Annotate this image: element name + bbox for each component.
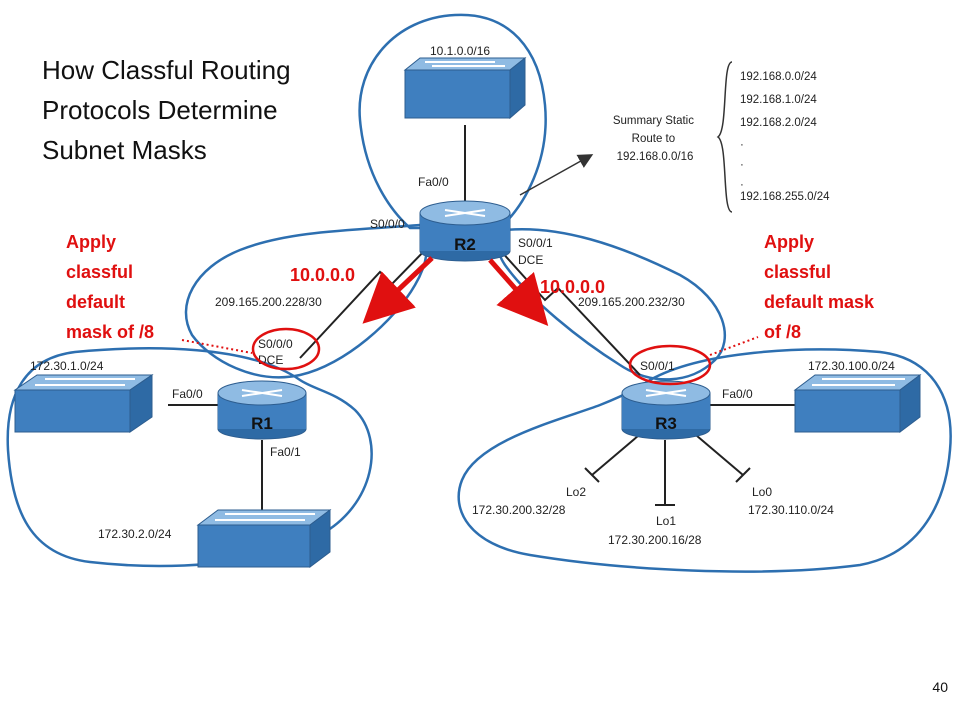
r2-r3-serial-link xyxy=(499,249,641,376)
r1-fa01-label: Fa0/1 xyxy=(270,445,301,459)
r3-s001-label: S0/0/1 xyxy=(640,359,675,373)
r2-dce-label: DCE xyxy=(518,253,543,267)
router-r3: R3 xyxy=(621,380,711,440)
summary-static-label: Summary Static Route to 192.168.0.0/16 xyxy=(613,115,697,163)
right-network-label: 10.0.0.0 xyxy=(540,277,605,297)
lo1-name-label: Lo1 xyxy=(656,514,676,528)
summary-arrow xyxy=(519,154,594,196)
r2-lan-label: 10.1.0.0/16 xyxy=(430,44,490,58)
lo2-network-label: 172.30.200.32/28 xyxy=(472,503,566,517)
r2-s000-label: S0/0/0 xyxy=(370,217,405,231)
page-number: 40 xyxy=(932,679,948,695)
lo2-link xyxy=(591,429,646,476)
router-r2: R2 xyxy=(419,200,511,262)
r2-lan-bubble xyxy=(358,13,547,230)
right-wan-bubble xyxy=(496,228,726,381)
r3-interface-highlight xyxy=(628,344,712,386)
lo0-terminator xyxy=(735,467,751,483)
lo0-network-label: 172.30.110.0/24 xyxy=(748,503,834,517)
right-link-network-label: 209.165.200.232/30 xyxy=(578,295,685,309)
lo1-network-label: 172.30.200.16/28 xyxy=(608,533,702,547)
left-link-network-label: 209.165.200.228/30 xyxy=(215,295,322,309)
summary-route-list: 192.168.0.0/24 192.168.1.0/24 192.168.2.… xyxy=(740,71,830,203)
right-red-arrow xyxy=(488,258,549,326)
r1-dce-label: DCE xyxy=(258,353,283,367)
lo0-name-label: Lo0 xyxy=(752,485,772,499)
lo2-terminator xyxy=(584,467,600,483)
page-title: How Classful Routing Protocols Determine… xyxy=(42,55,298,165)
left-red-arrow xyxy=(362,256,434,324)
left-annotation-leader xyxy=(181,339,253,354)
r1-lan2-label: 172.30.2.0/24 xyxy=(98,527,172,541)
r3-lan-bubble xyxy=(457,348,952,573)
left-network-label: 10.0.0.0 xyxy=(290,265,355,285)
router-r2-label: R2 xyxy=(454,235,476,254)
switch-r3-lan xyxy=(793,374,922,433)
r2-s001-label: S0/0/1 xyxy=(518,236,553,250)
right-annotation: Apply classful default mask of /8 xyxy=(764,232,879,342)
router-r3-label: R3 xyxy=(655,414,677,433)
r1-lan-bubble xyxy=(6,347,373,568)
r3-fa00-label: Fa0/0 xyxy=(722,387,753,401)
r2-fa00-label: Fa0/0 xyxy=(418,175,449,189)
lo2-name-label: Lo2 xyxy=(566,485,586,499)
switch-r1-lan2 xyxy=(196,509,332,568)
r3-lan-label: 172.30.100.0/24 xyxy=(808,359,895,373)
r1-interface-highlight xyxy=(251,327,321,371)
r1-fa00-label: Fa0/0 xyxy=(172,387,203,401)
lo0-link xyxy=(689,429,744,476)
left-annotation: Apply classful default mask of /8 xyxy=(66,232,154,342)
switch-r1-lan1 xyxy=(13,374,154,433)
router-r1: R1 xyxy=(217,380,307,440)
switch-r2-lan xyxy=(403,56,527,120)
summary-brace xyxy=(716,61,733,213)
right-annotation-leader xyxy=(709,336,759,356)
router-r1-label: R1 xyxy=(251,414,273,433)
r1-lan1-label: 172.30.1.0/24 xyxy=(30,359,104,373)
r1-s000-label: S0/0/0 xyxy=(258,337,293,351)
